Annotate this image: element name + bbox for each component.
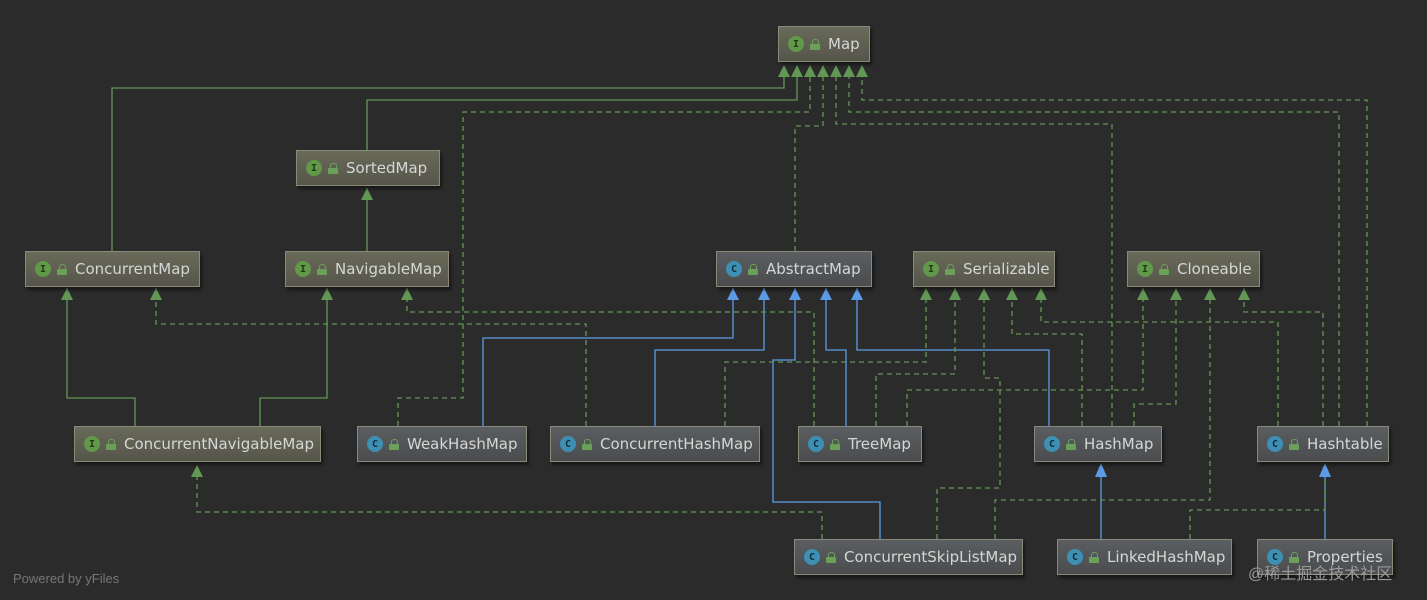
edge-csl-cloneable	[994, 288, 1211, 539]
node-label: Cloneable	[1177, 259, 1252, 278]
edge-cnm-navigablemap	[259, 288, 328, 426]
lock-icon	[106, 438, 116, 450]
node-navigablemap[interactable]: I NavigableMap	[285, 251, 449, 287]
node-label: Hashtable	[1307, 434, 1383, 453]
node-label: LinkedHashMap	[1107, 547, 1226, 566]
lock-icon	[328, 162, 338, 174]
interface-icon: I	[788, 36, 804, 52]
class-icon: C	[1044, 436, 1060, 452]
lock-icon	[317, 263, 327, 275]
edge-hashtable-map	[848, 66, 1340, 426]
node-label: SortedMap	[346, 158, 428, 177]
edge-csl-abstractmap	[772, 288, 881, 539]
lock-icon	[748, 263, 758, 275]
node-label: Serializable	[963, 259, 1050, 278]
credit-watermark: @稀土掘金技术社区	[1248, 566, 1393, 583]
node-properties[interactable]: C Properties	[1257, 539, 1393, 575]
node-label: HashMap	[1084, 434, 1154, 453]
edge-treemap-cloneable	[906, 288, 1144, 426]
edge-csl-serializable	[936, 288, 1001, 539]
edge-hashmap-map	[835, 66, 1113, 426]
interface-icon: I	[923, 261, 939, 277]
edge-hashtable-map-2	[861, 66, 1368, 426]
node-concurrentskiplistmap[interactable]: C ConcurrentSkipListMap	[794, 539, 1023, 575]
arrowheads-blue	[727, 288, 1331, 477]
node-label: ConcurrentMap	[75, 259, 190, 278]
node-map[interactable]: I Map	[778, 26, 870, 62]
edge-treemap-navigablemap	[406, 288, 815, 426]
node-label: AbstractMap	[766, 259, 861, 278]
node-label: Map	[828, 34, 860, 53]
node-label: NavigableMap	[335, 259, 442, 278]
node-concurrentmap[interactable]: I ConcurrentMap	[25, 251, 200, 287]
lock-icon	[1089, 551, 1099, 563]
class-icon: C	[367, 436, 383, 452]
node-linkedhashmap[interactable]: C LinkedHashMap	[1057, 539, 1232, 575]
edge-treemap-abstractmap	[825, 288, 847, 426]
lock-icon	[1159, 263, 1169, 275]
node-label: Properties	[1307, 547, 1383, 566]
abstract-class-icon: C	[726, 261, 742, 277]
edge-hashtable-cloneable	[1243, 288, 1324, 426]
interface-icon: I	[306, 160, 322, 176]
edge-weakhashmap-map	[397, 66, 811, 426]
class-icon: C	[804, 549, 820, 565]
edge-concurrenthashmap-abstractmap	[654, 288, 765, 426]
edge-concurrentmap-map	[111, 66, 785, 251]
lock-icon	[945, 263, 955, 275]
class-icon: C	[808, 436, 824, 452]
edge-hashmap-serializable	[1011, 288, 1083, 426]
node-label: ConcurrentSkipListMap	[844, 547, 1018, 566]
edge-treemap-serializable	[875, 288, 956, 426]
edge-hashtable-serializable	[1040, 288, 1279, 426]
node-label: ConcurrentHashMap	[600, 434, 753, 453]
node-hashmap[interactable]: C HashMap	[1034, 426, 1162, 462]
edge-csl-cnm	[196, 474, 823, 539]
node-concurrentnavigablemap[interactable]: I ConcurrentNavigableMap	[74, 426, 321, 462]
node-sortedmap[interactable]: I SortedMap	[296, 150, 440, 186]
interface-icon: I	[1137, 261, 1153, 277]
lock-icon	[389, 438, 399, 450]
node-label: TreeMap	[848, 434, 911, 453]
lock-icon	[1289, 438, 1299, 450]
lock-icon	[582, 438, 592, 450]
lock-icon	[1066, 438, 1076, 450]
edge-chm-concurrentmap	[155, 288, 587, 426]
class-icon: C	[1267, 549, 1283, 565]
edge-weakhashmap-abstractmap	[482, 288, 734, 426]
edge-hashmap-cloneable	[1133, 288, 1177, 426]
class-icon: C	[560, 436, 576, 452]
node-treemap[interactable]: C TreeMap	[798, 426, 922, 462]
lock-icon	[57, 263, 67, 275]
node-hashtable[interactable]: C Hashtable	[1257, 426, 1389, 462]
node-label: ConcurrentNavigableMap	[124, 434, 315, 453]
edge-hashmap-abstractmap	[856, 288, 1050, 426]
node-serializable[interactable]: I Serializable	[913, 251, 1055, 287]
lock-icon	[810, 38, 820, 50]
edge-cnm-concurrentmap	[66, 288, 136, 426]
interface-icon: I	[295, 261, 311, 277]
node-concurrenthashmap[interactable]: C ConcurrentHashMap	[550, 426, 760, 462]
node-cloneable[interactable]: I Cloneable	[1127, 251, 1260, 287]
class-icon: C	[1267, 436, 1283, 452]
edge-properties-hashtable-dash	[1189, 474, 1326, 539]
class-icon: C	[1067, 549, 1083, 565]
lock-icon	[830, 438, 840, 450]
node-abstractmap[interactable]: C AbstractMap	[716, 251, 872, 287]
lock-icon	[1289, 551, 1299, 563]
edge-abstractmap-map	[794, 66, 824, 251]
edge-sortedmap-map	[366, 66, 798, 150]
interface-icon: I	[35, 261, 51, 277]
node-weakhashmap[interactable]: C WeakHashMap	[357, 426, 527, 462]
powered-by-text: Powered by yFiles	[13, 571, 120, 586]
edge-chm-serializable	[724, 288, 927, 426]
arrowheads-green	[61, 65, 1250, 477]
node-label: WeakHashMap	[407, 434, 518, 453]
interface-icon: I	[84, 436, 100, 452]
lock-icon	[826, 551, 836, 563]
